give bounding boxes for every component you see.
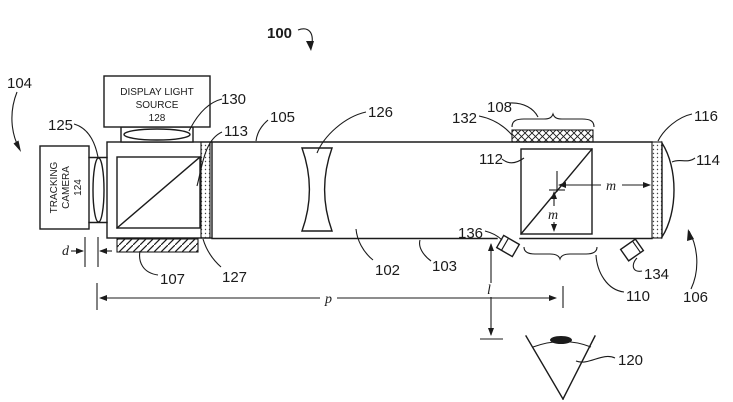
leader-107 bbox=[139, 250, 159, 276]
leader-120 bbox=[575, 356, 616, 363]
ref-label-113: 113 bbox=[224, 123, 248, 140]
ref-label-116: 116 bbox=[694, 108, 718, 125]
leader-110 bbox=[595, 254, 625, 293]
leader-106-arrowhead bbox=[687, 229, 694, 241]
display-light-source-box bbox=[103, 75, 211, 128]
eye-left-leg bbox=[525, 335, 564, 400]
tracking-camera-line2: CAMERA bbox=[61, 166, 72, 209]
ref-label-134: 134 bbox=[644, 266, 669, 283]
camera-lens-125 bbox=[92, 157, 105, 223]
display-source-label-line2: SOURCE bbox=[136, 100, 179, 111]
ref-label-110: 110 bbox=[626, 288, 650, 305]
dim-d-arrow-right bbox=[76, 248, 84, 254]
leader-134 bbox=[632, 257, 643, 272]
leader-136 bbox=[484, 230, 503, 241]
overbrace-108 bbox=[511, 112, 595, 128]
convex-end-lens-114 bbox=[661, 140, 675, 240]
tracking-camera-label: TRACKING CAMERA 124 bbox=[49, 161, 84, 213]
dim-l-arrow-down bbox=[488, 328, 494, 336]
leader-102 bbox=[355, 228, 374, 261]
tracking-camera-line1: TRACKING bbox=[49, 161, 60, 213]
display-source-ref-128: 128 bbox=[149, 113, 166, 124]
tracking-camera-box bbox=[39, 145, 90, 230]
dim-label-d: d bbox=[62, 244, 70, 259]
leader-116 bbox=[657, 113, 693, 142]
leader-104 bbox=[11, 91, 20, 149]
leader-103 bbox=[419, 239, 432, 262]
leader-127 bbox=[202, 238, 222, 268]
ref-label-130: 130 bbox=[221, 91, 246, 108]
ref-label-107: 107 bbox=[160, 271, 185, 288]
ref-label-132: 132 bbox=[452, 110, 477, 127]
led-134 bbox=[619, 238, 645, 262]
leader-126 bbox=[316, 111, 367, 154]
ref-label-136: 136 bbox=[458, 225, 483, 242]
ref-label-106: 106 bbox=[683, 289, 708, 306]
leader-105 bbox=[255, 119, 269, 142]
leader-132 bbox=[478, 115, 513, 136]
underbrace-110 bbox=[523, 246, 598, 261]
ref-label-103: 103 bbox=[432, 258, 457, 275]
dim-m-vertical-arrow-up bbox=[551, 191, 557, 199]
hatched-plate-107 bbox=[116, 238, 199, 253]
dichroic-strip-127 bbox=[200, 141, 211, 239]
dim-label-l: l bbox=[487, 283, 491, 298]
dim-l-arrow-up bbox=[488, 243, 494, 251]
eye-right-leg bbox=[562, 335, 596, 400]
eye-120 bbox=[525, 335, 596, 400]
ref-label-112: 112 bbox=[479, 151, 503, 168]
end-coating-116 bbox=[651, 141, 663, 239]
leader-108 bbox=[508, 102, 539, 118]
leader-104-arrowhead bbox=[13, 140, 21, 152]
leader-125 bbox=[73, 123, 99, 158]
ref-label-127: 127 bbox=[222, 269, 247, 286]
dim-p-arrow-left bbox=[99, 295, 107, 301]
dim-m-horizontal-arrow-left bbox=[558, 182, 566, 188]
ref-label-102: 102 bbox=[375, 262, 400, 279]
display-source-label-line1: DISPLAY LIGHT bbox=[120, 87, 194, 98]
ref-label-126: 126 bbox=[368, 104, 393, 121]
ref-label-108: 108 bbox=[487, 99, 512, 116]
led-136 bbox=[495, 234, 521, 258]
dim-p-arrow-right bbox=[549, 295, 557, 301]
ref-label-125: 125 bbox=[48, 117, 73, 134]
concave-lens-126 bbox=[301, 147, 333, 232]
ref-label-114: 114 bbox=[696, 152, 720, 169]
leader-130 bbox=[188, 98, 223, 132]
ref-label-104: 104 bbox=[7, 75, 32, 92]
dim-label-m-vertical: m bbox=[548, 208, 558, 223]
leader-112 bbox=[501, 157, 525, 164]
leader-114 bbox=[671, 157, 696, 163]
leader-113 bbox=[196, 131, 223, 187]
dim-d-arrow-left bbox=[99, 248, 107, 254]
ref-label-100: 100 bbox=[267, 25, 292, 42]
dim-m-vertical-arrow-down bbox=[551, 224, 557, 232]
ref-label-105: 105 bbox=[270, 109, 295, 126]
ref-label-120: 120 bbox=[618, 352, 643, 369]
eye-pupil bbox=[550, 336, 572, 344]
grating-strip-132 bbox=[511, 129, 594, 143]
beam-splitter-diagonal bbox=[116, 156, 201, 229]
dim-label-p: p bbox=[324, 292, 332, 307]
dim-m-horizontal-arrow-right bbox=[643, 182, 651, 188]
dim-label-m-horizontal: m bbox=[606, 179, 616, 194]
tracking-camera-ref-124: 124 bbox=[73, 179, 84, 196]
leader-100-arrowhead bbox=[306, 41, 314, 51]
source-collimating-lens-130 bbox=[123, 128, 191, 141]
